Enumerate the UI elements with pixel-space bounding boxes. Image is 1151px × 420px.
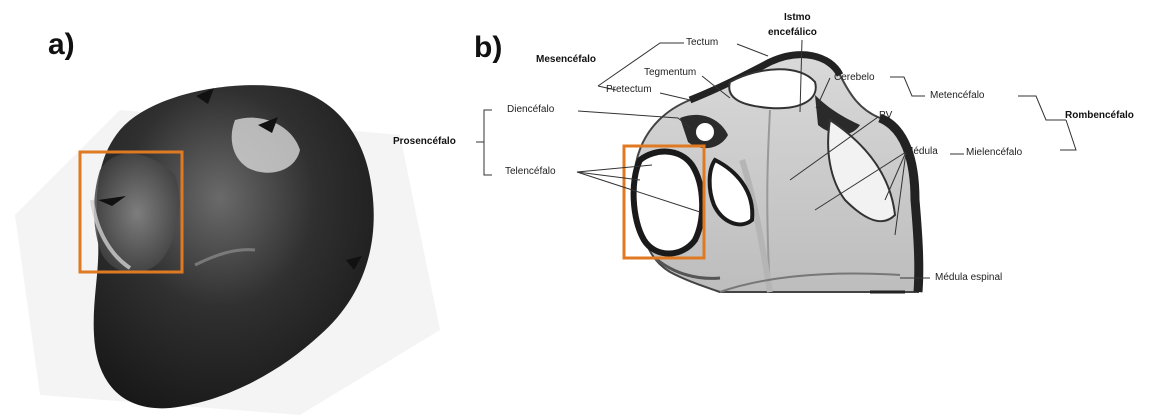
- label-istmo-line2: encefálico: [768, 27, 817, 39]
- label-diencefalo: Diencéfalo: [507, 104, 554, 116]
- label-rombencefalo: Rombencéfalo: [1065, 110, 1134, 122]
- label-tectum: Tectum: [686, 37, 718, 49]
- label-mielencefalo: Mielencéfalo: [966, 147, 1022, 159]
- label-mesencefalo: Mesencéfalo: [536, 54, 596, 66]
- label-telencefalo: Telencéfalo: [505, 166, 556, 178]
- label-pv: PV: [879, 110, 892, 122]
- label-tegmentum: Tegmentum: [644, 67, 696, 79]
- label-metencefalo: Metencéfalo: [930, 90, 984, 102]
- panel-a-embryo-image: [15, 85, 440, 415]
- label-medula-espinal: Médula espinal: [935, 272, 1002, 284]
- diencephalon-ventricle: [696, 123, 714, 141]
- label-istmo-line1: Istmo: [784, 12, 811, 24]
- panel-b-brain-section: [476, 40, 1076, 292]
- label-prosencefalo: Prosencéfalo: [393, 136, 456, 148]
- label-medula: Médula: [905, 146, 938, 158]
- label-cerebelo: Cerebelo: [834, 72, 875, 84]
- telencephalon-vesicle: [634, 152, 703, 254]
- label-pretectum: Pretectum: [606, 84, 652, 96]
